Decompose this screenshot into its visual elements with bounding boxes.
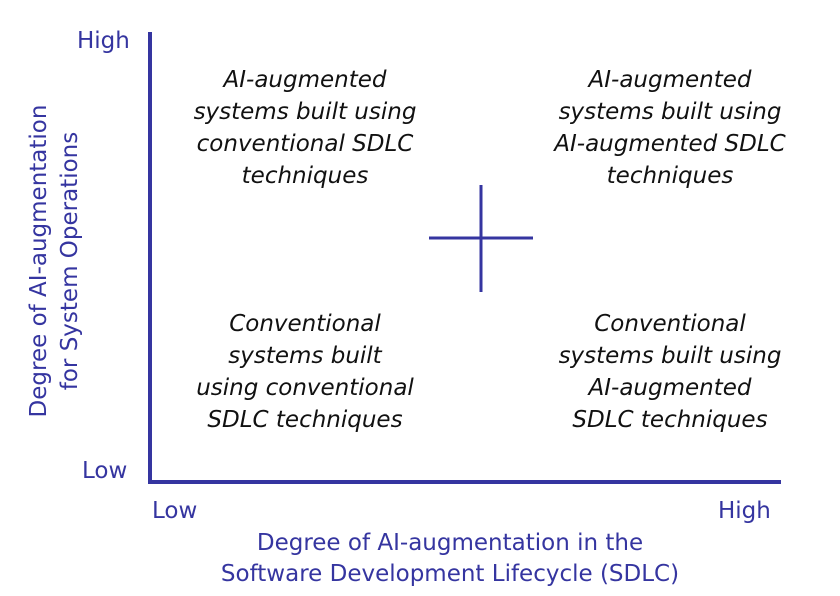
x-high-label: High [718, 498, 771, 524]
quadrant-top-left: AI-augmented systems built using convent… [155, 64, 455, 192]
quadrant-text-line: AI-augmented [588, 67, 752, 93]
quadrant-top-right: AI-augmented systems built using AI-augm… [520, 64, 820, 192]
x-axis-title: Degree of AI-augmentation in the Softwar… [170, 528, 730, 590]
quadrant-text-line: systems built using [558, 99, 782, 125]
quadrant-bottom-right: Conventional systems built using AI-augm… [520, 308, 820, 436]
quadrant-text-line: SDLC techniques [207, 407, 403, 433]
quadrant-text-line: AI-augmented [588, 375, 752, 401]
y-axis-title-line2: for System Operations [57, 131, 83, 391]
quadrant-text-line: systems built [228, 343, 382, 369]
y-high-label: High [77, 28, 130, 54]
y-axis-title-line1: Degree of AI-augmentation [26, 104, 52, 418]
quadrant-text-line: Conventional [594, 311, 746, 337]
quadrant-text-line: AI-augmented [223, 67, 387, 93]
quadrant-text-line: techniques [606, 163, 734, 189]
quadrant-bottom-left: Conventional systems built using convent… [155, 308, 455, 436]
quadrant-text-line: systems built using [558, 343, 782, 369]
x-low-label: Low [152, 498, 198, 524]
quadrant-text-line: SDLC techniques [572, 407, 768, 433]
quadrant-text-line: using conventional [196, 375, 414, 401]
x-axis-title-line2: Software Development Lifecycle (SDLC) [220, 561, 680, 587]
x-axis-title-line1: Degree of AI-augmentation in the [256, 530, 644, 556]
quadrant-text-line: conventional SDLC [196, 131, 414, 157]
quadrant-text-line: techniques [241, 163, 369, 189]
quadrant-text-line: Conventional [229, 311, 381, 337]
y-low-label: Low [82, 458, 128, 484]
quadrant-text-line: AI-augmented SDLC [554, 131, 786, 157]
y-axis-title: Degree of AI-augmentation for System Ope… [24, 51, 86, 471]
quadrant-text-line: systems built using [193, 99, 417, 125]
